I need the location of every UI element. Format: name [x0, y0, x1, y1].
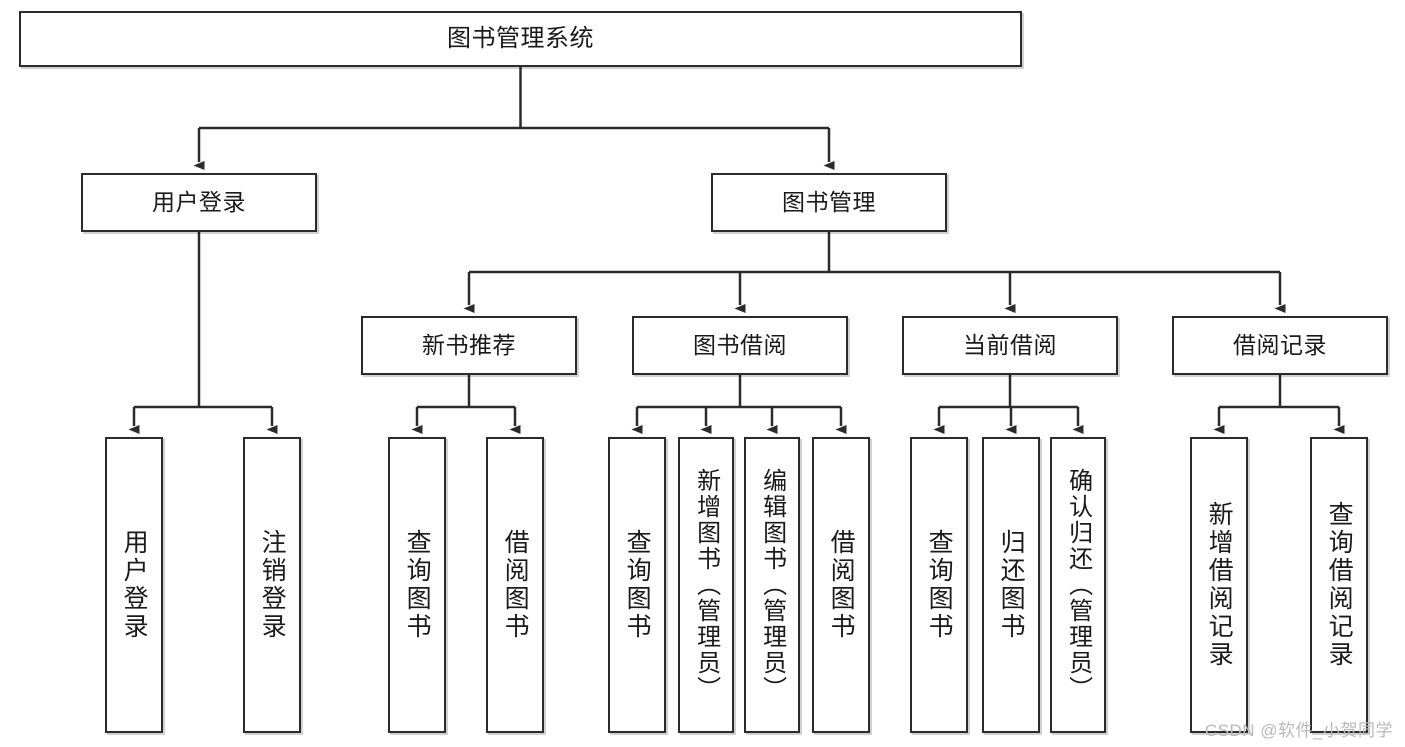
- node-leaf-br-add[interactable]: 新增借阅记录: [1190, 437, 1248, 733]
- node-label: 新增借阅记录: [1205, 501, 1234, 669]
- node-label: 图书管理系统: [447, 24, 594, 52]
- node-label: 新书推荐: [422, 331, 516, 358]
- node-label: 用户登录: [120, 529, 149, 641]
- node-new-book-rec[interactable]: 新书推荐: [361, 316, 577, 375]
- node-label: 查询图书: [623, 529, 652, 641]
- node-label: 图书管理: [782, 188, 876, 215]
- node-label: 当前借阅: [963, 331, 1057, 358]
- node-label: 借阅图书: [827, 529, 856, 641]
- node-leaf-cb-query[interactable]: 查询图书: [910, 437, 968, 733]
- node-label: 编辑图书（管理员）: [758, 468, 786, 702]
- node-label: 归还图书: [997, 529, 1026, 641]
- node-leaf-bb-edit[interactable]: 编辑图书（管理员）: [744, 437, 800, 733]
- node-label: 查询图书: [925, 529, 954, 641]
- node-label: 查询借阅记录: [1325, 501, 1354, 669]
- node-leaf-bb-borrow[interactable]: 借阅图书: [812, 437, 870, 733]
- node-user-login[interactable]: 用户登录: [81, 173, 317, 232]
- node-root[interactable]: 图书管理系统: [19, 11, 1022, 67]
- node-label: 借阅记录: [1233, 331, 1327, 358]
- node-leaf-rec-query[interactable]: 查询图书: [388, 437, 446, 733]
- node-label: 用户登录: [152, 188, 246, 215]
- node-leaf-logout[interactable]: 注销登录: [243, 437, 301, 733]
- node-leaf-user-login[interactable]: 用户登录: [105, 437, 163, 733]
- watermark-text: CSDN @软件_小贺同学: [1204, 721, 1393, 740]
- node-leaf-cb-confirm[interactable]: 确认归还（管理员）: [1050, 437, 1106, 733]
- node-label: 确认归还（管理员）: [1064, 468, 1092, 702]
- node-label: 图书借阅: [693, 331, 787, 358]
- node-label: 注销登录: [258, 529, 287, 641]
- node-leaf-cb-return[interactable]: 归还图书: [982, 437, 1040, 733]
- node-book-manage[interactable]: 图书管理: [711, 173, 947, 232]
- node-leaf-bb-query[interactable]: 查询图书: [608, 437, 666, 733]
- node-leaf-rec-borrow[interactable]: 借阅图书: [486, 437, 544, 733]
- node-label: 新增图书（管理员）: [692, 468, 720, 702]
- node-book-borrow[interactable]: 图书借阅: [632, 316, 848, 375]
- node-current-borrow[interactable]: 当前借阅: [902, 316, 1118, 375]
- node-leaf-bb-add[interactable]: 新增图书（管理员）: [678, 437, 734, 733]
- node-borrow-record[interactable]: 借阅记录: [1172, 316, 1388, 375]
- node-label: 查询图书: [403, 529, 432, 641]
- node-label: 借阅图书: [501, 529, 530, 641]
- node-leaf-br-query[interactable]: 查询借阅记录: [1310, 437, 1368, 733]
